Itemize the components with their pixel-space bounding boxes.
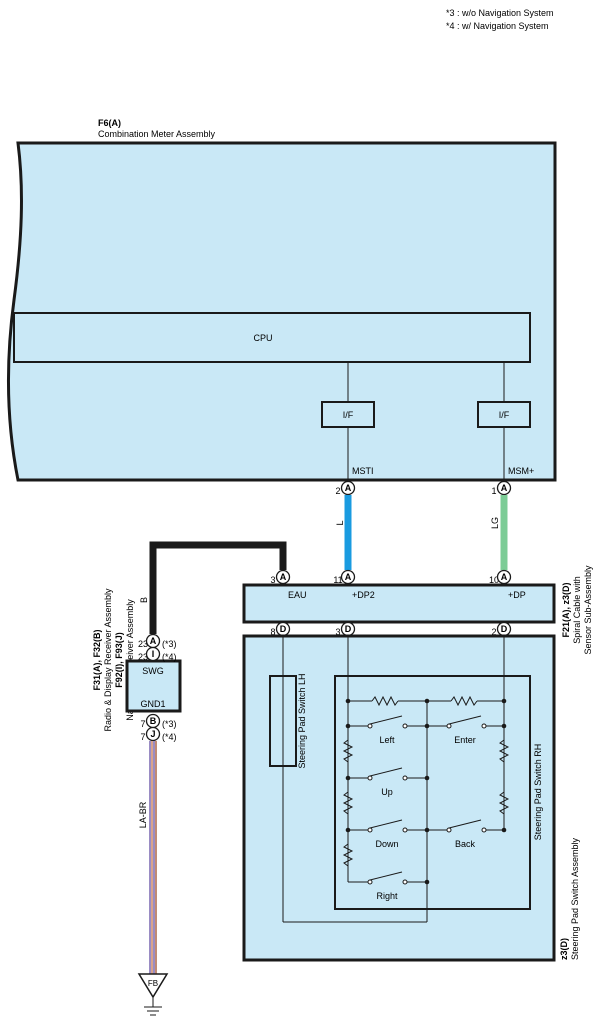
terminal-msti: MSTI [352,466,374,476]
receiver-pin-23a: 23 A (*3) [138,633,177,649]
button-right-label: Right [376,891,398,901]
svg-text:23: 23 [138,652,148,662]
wire-black-code: B [139,597,149,603]
svg-text:1: 1 [491,486,496,496]
cpu-label: CPU [253,333,272,343]
svg-text:7: 7 [140,732,145,742]
wire-blue-code: L [335,520,345,525]
steering-pad-switch-rh [334,675,531,910]
spiral-cable-assembly: EAU +DP2 +DP F21(A), z3(D) Spiral Cable … [242,565,593,655]
receiver-code-2: F92(I), F93(J) [114,632,124,688]
svg-text:10: 10 [489,575,499,585]
steering-switch-box [242,634,556,962]
wire-green-code: LG [490,517,500,529]
spiral-cable-box [242,583,556,624]
interface-left-label: I/F [343,410,354,420]
spiral-pin-dp: 10 A [489,569,512,585]
svg-text:3: 3 [335,627,340,637]
svg-text:(*3): (*3) [162,639,177,649]
spiral-pin-3d: 3 D [335,621,356,637]
terminal-dp2: +DP2 [352,590,375,600]
steering-pad-switch-lh [269,675,297,767]
steering-switch-name: Steering Pad Switch Assembly [570,837,580,960]
terminal-gnd1: GND1 [140,699,165,709]
steering-lh-label: Steering Pad Switch LH [297,673,307,768]
steering-rh-label: Steering Pad Switch RH [533,744,543,841]
svg-text:A: A [280,572,287,582]
interface-block-right [477,401,531,428]
svg-text:A: A [345,572,352,582]
svg-text:2: 2 [491,627,496,637]
spiral-pin-2d: 2 D [491,621,512,637]
spiral-pin-eau: 3 A [270,569,291,585]
terminal-eau: EAU [288,590,307,600]
receiver-pin-23i: 23 I (*4) [138,646,177,662]
spiral-pin-dp2: 11 A [333,569,356,585]
terminal-msm-plus: MSM+ [508,466,534,476]
cpu-block [13,312,531,363]
svg-text:7: 7 [140,719,145,729]
svg-text:D: D [345,624,352,634]
svg-text:J: J [150,729,155,739]
svg-text:(*4): (*4) [162,652,177,662]
wire-la-br [149,741,157,974]
svg-text:8: 8 [270,627,275,637]
meter-pin-msm: 1 A [491,480,512,496]
svg-text:2: 2 [335,486,340,496]
svg-text:I: I [152,649,155,659]
combination-meter-assembly: F6(A) Combination Meter Assembly CPU I/F… [6,118,557,482]
ground-point-fb: FB [137,973,169,1016]
steering-switch-code: z3(D) [559,938,569,960]
spiral-cable-code: F21(A), z3(D) [561,582,571,637]
button-back-label: Back [455,839,476,849]
svg-text:A: A [150,636,157,646]
receiver-pin-7j: 7 J (*4) [140,726,177,742]
svg-text:23: 23 [138,639,148,649]
steering-pad-switch-assembly: z3(D) Steering Pad Switch Assembly Steer… [242,634,580,962]
ground-fb-label: FB [148,979,158,988]
terminal-swg: SWG [142,666,164,676]
svg-text:A: A [501,483,508,493]
meter-pin-msti: 2 A [335,480,356,496]
svg-text:B: B [150,716,157,726]
combination-meter-code: F6(A) [98,118,121,128]
note-with-navigation: *4 : w/ Navigation System [446,21,549,31]
receiver-code-1: F31(A), F32(B) [92,629,102,690]
svg-text:D: D [280,624,287,634]
wire-black-b [149,541,287,634]
button-enter-label: Enter [454,735,476,745]
svg-text:D: D [501,624,508,634]
combination-meter-name: Combination Meter Assembly [98,129,216,139]
button-left-label: Left [379,735,395,745]
svg-text:(*4): (*4) [162,732,177,742]
spiral-cable-name-1: Spiral Cable with [572,576,582,644]
spiral-cable-name-2: Sensor Sub-Assembly [583,565,593,655]
svg-text:A: A [501,572,508,582]
svg-text:3: 3 [270,575,275,585]
receiver-pin-7b: 7 B (*3) [140,713,177,729]
note-without-navigation: *3 : w/o Navigation System [446,8,554,18]
svg-text:A: A [345,483,352,493]
combination-meter-box [6,141,557,482]
interface-right-label: I/F [499,410,510,420]
receiver-name-1: Radio & Display Receiver Assembly [103,588,113,732]
terminal-dp: +DP [508,590,526,600]
interface-block-left [321,401,375,428]
button-down-label: Down [375,839,398,849]
wire-la-br-code: LA-BR [138,801,148,828]
svg-text:(*3): (*3) [162,719,177,729]
svg-text:11: 11 [333,575,342,585]
button-up-label: Up [381,787,393,797]
